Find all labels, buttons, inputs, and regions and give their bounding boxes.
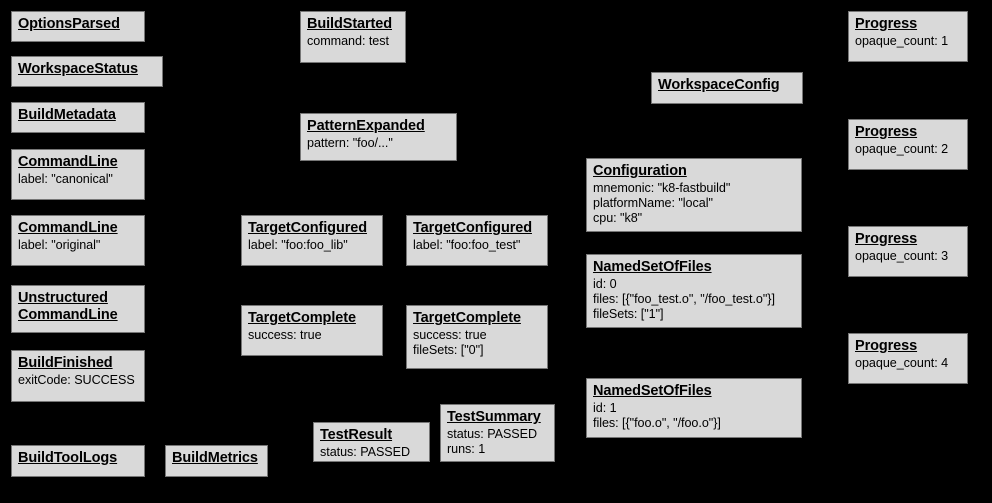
event-node-workspace-status[interactable]: WorkspaceStatus (11, 56, 163, 87)
event-node-title: Progress (855, 338, 918, 354)
event-node-fields: opaque_count: 4 (855, 356, 949, 371)
event-node-title: BuildMetadata (18, 107, 116, 123)
event-node-fields: opaque_count: 1 (855, 34, 949, 49)
event-node-progress-1[interactable]: Progress opaque_count: 1 (848, 11, 968, 62)
event-node-fields: command: test (307, 34, 389, 49)
event-node-command-line-canonical[interactable]: CommandLine label: "canonical" (11, 149, 145, 200)
event-node-title: TargetConfigured (413, 220, 532, 236)
event-node-title: WorkspaceConfig (658, 77, 780, 93)
event-node-test-result[interactable]: TestResult status: PASSED (313, 422, 430, 462)
event-node-title: PatternExpanded (307, 118, 425, 134)
event-node-title: Configuration (593, 163, 687, 179)
event-node-workspace-config[interactable]: WorkspaceConfig (651, 72, 803, 104)
event-node-title: TargetComplete (413, 310, 521, 326)
event-node-build-tool-logs[interactable]: BuildToolLogs (11, 445, 145, 477)
event-node-fields: mnemonic: "k8-fastbuild" platformName: "… (593, 181, 731, 225)
event-node-title: TestResult (320, 427, 393, 443)
event-node-build-started[interactable]: BuildStarted command: test (300, 11, 406, 63)
event-node-fields: label: "foo:foo_test" (413, 238, 521, 253)
event-node-fields: label: "foo:foo_lib" (248, 238, 348, 253)
event-node-title: BuildToolLogs (18, 450, 118, 466)
event-node-target-complete-test[interactable]: TargetComplete success: true fileSets: ["… (406, 305, 548, 369)
event-node-fields: id: 1 files: [{"foo.o", "/foo.o"}] (593, 401, 721, 430)
event-node-build-metadata[interactable]: BuildMetadata (11, 102, 145, 133)
event-node-fields: status: PASSED runs: 1 (447, 427, 538, 456)
event-node-title: Progress (855, 124, 918, 140)
event-node-progress-2[interactable]: Progress opaque_count: 2 (848, 119, 968, 170)
event-node-title: Progress (855, 16, 918, 32)
event-node-fields: label: "original" (18, 238, 101, 253)
event-node-title: WorkspaceStatus (18, 61, 138, 77)
event-node-title: BuildFinished (18, 355, 113, 371)
event-node-fields: opaque_count: 3 (855, 249, 949, 264)
event-node-target-configured-test[interactable]: TargetConfigured label: "foo:foo_test" (406, 215, 548, 266)
event-node-configuration[interactable]: Configuration mnemonic: "k8-fastbuild" pl… (586, 158, 802, 232)
event-node-test-summary[interactable]: TestSummary status: PASSED runs: 1 (440, 404, 555, 462)
event-node-title: TargetComplete (248, 310, 356, 326)
event-node-title: Progress (855, 231, 918, 247)
event-node-unstructured-command-line[interactable]: Unstructured CommandLine (11, 285, 145, 333)
event-node-fields: opaque_count: 2 (855, 142, 949, 157)
event-node-pattern-expanded[interactable]: PatternExpanded pattern: "foo/..." (300, 113, 457, 161)
event-node-named-set-of-files-0[interactable]: NamedSetOfFiles id: 0 files: [{"foo_test.… (586, 254, 802, 328)
event-node-target-configured-lib[interactable]: TargetConfigured label: "foo:foo_lib" (241, 215, 383, 266)
event-node-progress-4[interactable]: Progress opaque_count: 4 (848, 333, 968, 384)
event-node-title: CommandLine (18, 154, 118, 170)
event-node-title: BuildMetrics (172, 450, 258, 466)
event-node-command-line-original[interactable]: CommandLine label: "original" (11, 215, 145, 266)
event-node-fields: pattern: "foo/..." (307, 136, 393, 151)
event-node-title: NamedSetOfFiles (593, 383, 712, 399)
event-node-title: NamedSetOfFiles (593, 259, 712, 275)
event-node-target-complete-lib[interactable]: TargetComplete success: true (241, 305, 383, 356)
event-node-title: CommandLine (18, 220, 118, 236)
event-node-fields: success: true fileSets: ["0"] (413, 328, 487, 357)
event-node-fields: label: "canonical" (18, 172, 113, 187)
event-node-title: TestSummary (447, 409, 541, 425)
event-node-title: OptionsParsed (18, 16, 120, 32)
event-node-build-metrics[interactable]: BuildMetrics (165, 445, 268, 477)
event-node-fields: status: PASSED (320, 445, 411, 460)
event-node-named-set-of-files-1[interactable]: NamedSetOfFiles id: 1 files: [{"foo.o", "… (586, 378, 802, 438)
event-node-build-finished[interactable]: BuildFinished exitCode: SUCCESS (11, 350, 145, 402)
event-node-title: BuildStarted (307, 16, 393, 32)
event-node-fields: success: true (248, 328, 322, 343)
event-node-title: Unstructured CommandLine (18, 290, 118, 324)
event-node-fields: exitCode: SUCCESS (18, 373, 135, 388)
event-node-progress-3[interactable]: Progress opaque_count: 3 (848, 226, 968, 277)
event-node-title: TargetConfigured (248, 220, 367, 236)
event-node-fields: id: 0 files: [{"foo_test.o", "/foo_test.… (593, 277, 775, 321)
event-node-options-parsed[interactable]: OptionsParsed (11, 11, 145, 42)
